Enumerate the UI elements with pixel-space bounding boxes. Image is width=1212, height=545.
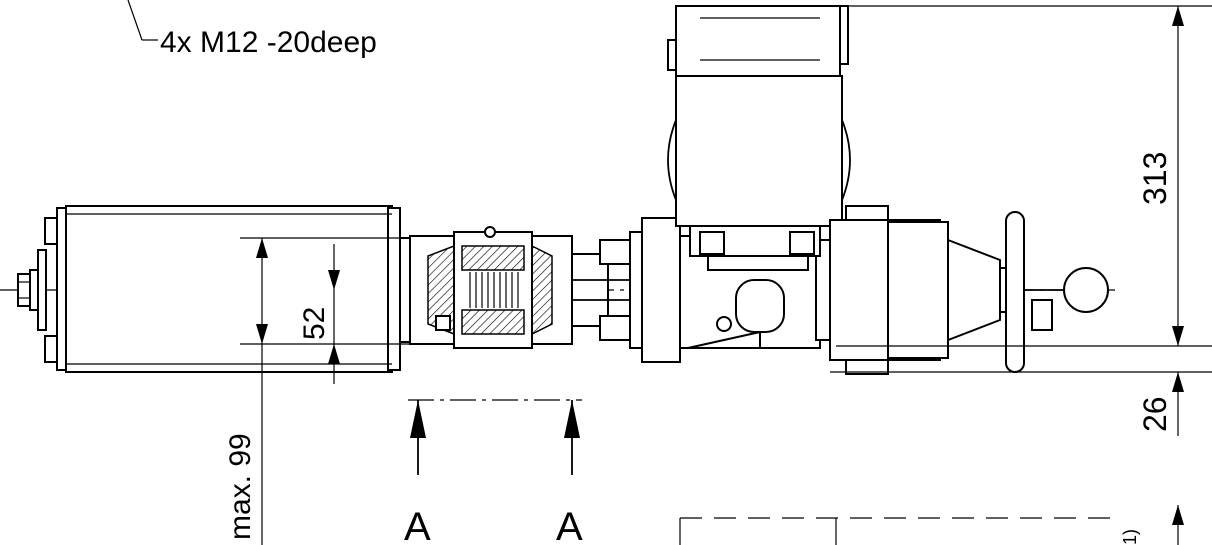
section-mark-left: A bbox=[404, 505, 431, 545]
dim-max-99 bbox=[240, 237, 410, 545]
footnote-mark: 1) bbox=[1120, 529, 1140, 545]
dim-52 bbox=[328, 244, 340, 384]
thread-callout: 4x M12 -20deep bbox=[160, 26, 377, 59]
dim-52-label: 52 bbox=[298, 307, 331, 340]
coupling-section bbox=[409, 226, 573, 349]
section-line bbox=[408, 399, 582, 475]
callout-leader bbox=[127, 0, 158, 41]
actuator-housing bbox=[667, 5, 851, 271]
lower-outline bbox=[679, 505, 1184, 545]
section-mark-right: A bbox=[556, 505, 583, 545]
spring-cylinder bbox=[17, 205, 411, 373]
dim-26-label: 26 bbox=[1137, 396, 1173, 432]
dim-max-99-label: max. 99 bbox=[224, 433, 257, 540]
dim-313-label: 313 bbox=[1137, 152, 1173, 205]
thread-lines bbox=[469, 272, 519, 308]
dim-313 bbox=[836, 5, 1212, 347]
gearbox-handwheel bbox=[829, 211, 1109, 373]
shaft-assembly bbox=[571, 231, 643, 349]
dim-26 bbox=[830, 371, 1212, 436]
